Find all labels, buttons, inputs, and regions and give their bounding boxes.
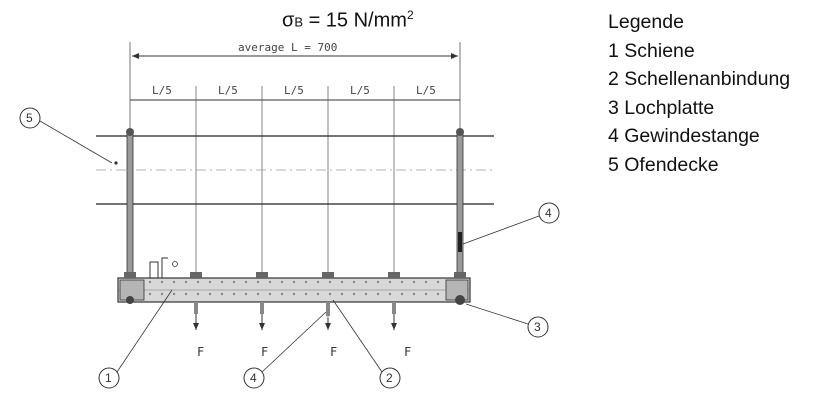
legend: Legende 1 Schiene 2 Schellenanbindung 3 … <box>608 8 790 179</box>
sigma-title: σB = 15 N/mm2 <box>282 8 414 33</box>
segment-label-4: L/5 <box>350 84 370 97</box>
force-rods: F F F F <box>193 302 411 359</box>
segment-label-3: L/5 <box>284 84 304 97</box>
svg-text:5: 5 <box>26 111 33 125</box>
legend-item-schellenanbindung: 2 Schellenanbindung <box>608 68 791 90</box>
svg-text:1: 1 <box>105 371 112 385</box>
segment-label-2: L/5 <box>218 84 238 97</box>
svg-text:4: 4 <box>545 206 552 220</box>
rail <box>117 272 471 305</box>
svg-text:2: 2 <box>386 371 393 385</box>
svg-text:3: 3 <box>534 320 541 334</box>
furnace-ceiling <box>96 135 494 205</box>
callout-4-lower: 4 <box>243 311 327 389</box>
sigma-equation: = 15 N/mm <box>303 9 407 32</box>
callout-5: 5 <box>19 107 113 164</box>
threaded-rods <box>126 128 464 279</box>
overall-dimension: average L = 700 <box>129 41 461 132</box>
legend-item-ofendecke: 5 Ofendecke <box>608 153 719 176</box>
sigma-symbol: σ <box>282 9 295 32</box>
callout-4-upper: 4 <box>462 202 560 245</box>
callout-3: 3 <box>465 303 549 338</box>
segment-dimensions: L/5 L/5 L/5 L/5 L/5 <box>130 84 460 330</box>
force-label-3: F <box>330 345 337 359</box>
svg-text:4: 4 <box>250 371 257 385</box>
force-label-4: F <box>404 345 411 359</box>
clamp-connection <box>149 257 178 282</box>
segment-label-1: L/5 <box>152 84 172 97</box>
callout-1: 1 <box>98 289 173 389</box>
legend-item-lochplatte: 3 Lochplatte <box>608 96 715 119</box>
legend-heading: Legende <box>608 11 684 33</box>
legend-item-schiene: 1 Schiene <box>608 39 695 62</box>
force-label-2: F <box>261 345 268 359</box>
overall-dimension-label: average L = 700 <box>238 41 337 54</box>
callout-2: 2 <box>332 299 401 389</box>
sigma-subscript: B <box>294 14 304 30</box>
sigma-exponent: 2 <box>406 8 414 22</box>
legend-item-gewindestange: 4 Gewindestange <box>608 125 760 147</box>
force-label-1: F <box>197 345 204 359</box>
segment-label-5: L/5 <box>416 84 436 97</box>
